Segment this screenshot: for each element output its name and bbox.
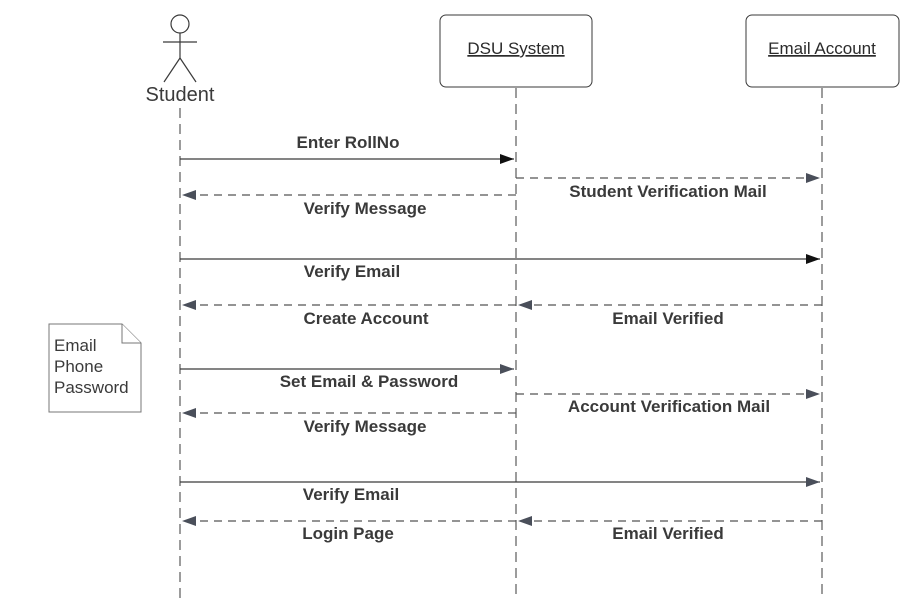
message-label: Set Email & Password [280, 372, 459, 391]
message-create-account: Create Account [182, 300, 516, 328]
note-shape [48, 323, 142, 413]
message-login-page: Login Page [182, 516, 516, 543]
message-label: Verify Message [304, 199, 427, 218]
message-verify-email-1: Verify Email [180, 254, 820, 281]
message-label: Login Page [302, 524, 394, 543]
message-set-email-password: Set Email & Password [180, 364, 514, 391]
message-label: Email Verified [612, 524, 724, 543]
actor-head [170, 14, 190, 34]
message-verify-message-2: Verify Message [182, 408, 516, 436]
dsu-system-box [439, 14, 593, 88]
message-label: Account Verification Mail [568, 397, 770, 416]
actor-right-leg [179, 57, 197, 83]
message-enter-rollno: Enter RollNo [180, 133, 514, 164]
student-label: Student [146, 84, 215, 106]
message-label: Verify Email [304, 262, 400, 281]
message-label: Email Verified [612, 309, 724, 328]
dsu-system-label: DSU System [467, 39, 564, 58]
email-account-participant: Email Account [745, 14, 900, 88]
actor-left-leg [163, 57, 181, 83]
message-email-verified-2: Email Verified [518, 516, 822, 543]
note-line-email: Email [54, 336, 97, 355]
dsu-system-participant: DSU System [439, 14, 593, 88]
message-account-verification-mail: Account Verification Mail [516, 389, 820, 416]
message-email-verified-1: Email Verified [518, 300, 822, 328]
email-account-box [745, 14, 900, 88]
email-account-label: Email Account [768, 39, 876, 58]
message-label: Verify Email [303, 485, 399, 504]
note: Email Phone Password [48, 323, 142, 413]
note-line-password: Password [54, 378, 129, 397]
message-label: Student Verification Mail [569, 182, 766, 201]
message-verify-email-2: Verify Email [180, 477, 820, 504]
student-actor: Student [146, 14, 215, 106]
message-label: Verify Message [304, 417, 427, 436]
message-label: Create Account [303, 309, 428, 328]
note-line-phone: Phone [54, 357, 103, 376]
message-student-verification-mail: Student Verification Mail [516, 173, 820, 201]
note-fold [121, 324, 141, 344]
message-label: Enter RollNo [297, 133, 400, 152]
message-verify-message-1: Verify Message [182, 190, 516, 218]
